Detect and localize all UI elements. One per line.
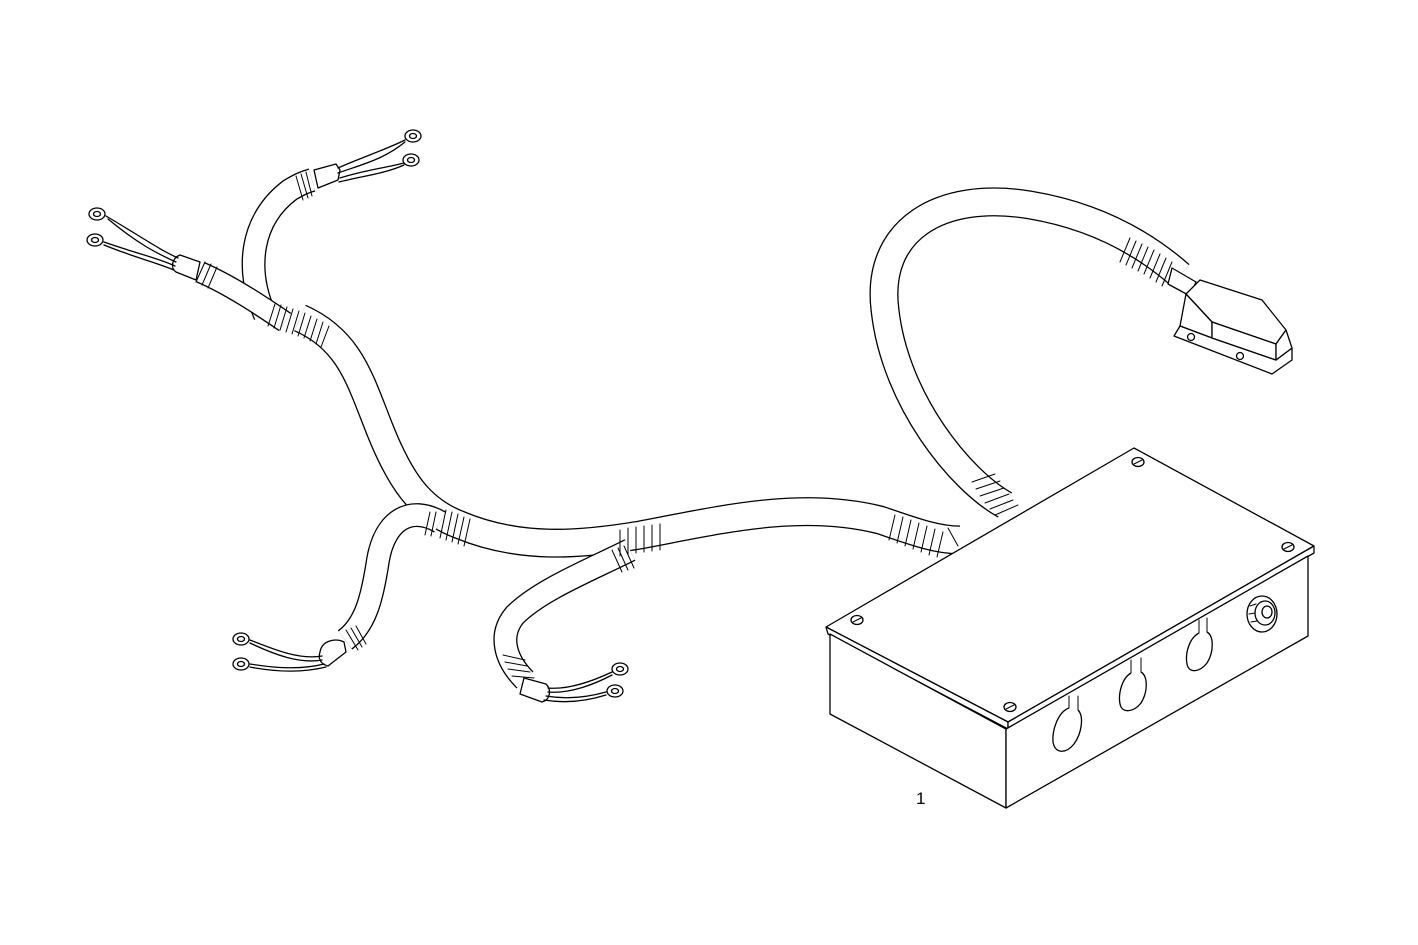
junction-box [825,447,1315,809]
connector-cable [869,187,1190,518]
box-cable-entry [947,527,959,547]
lower-left-branch-cable [337,503,446,650]
tape-wraps [195,171,1173,679]
lower-middle-branch-cable [493,539,636,689]
main-harness-cable [293,304,961,558]
callout-label: 1 [916,789,926,808]
upper-branch-cable [241,168,316,320]
terminal-sleeves [171,163,551,703]
ring-terminal-leads [103,139,613,703]
ring-terminals [86,129,629,698]
plug-connector [1167,267,1293,375]
